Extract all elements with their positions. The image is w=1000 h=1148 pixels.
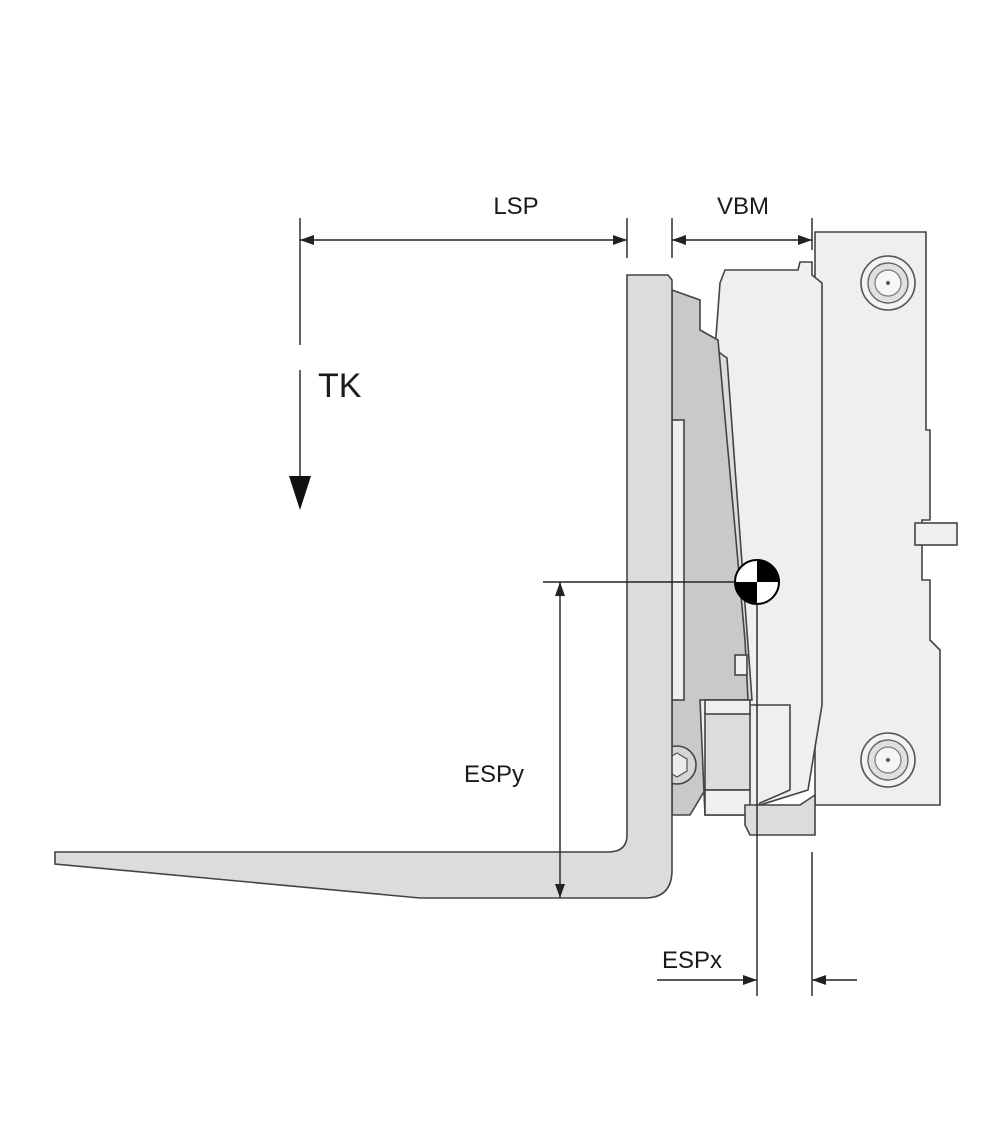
upper-bolt-icon bbox=[860, 255, 916, 311]
espy-dimension bbox=[543, 581, 735, 898]
tk-load-direction bbox=[289, 370, 311, 510]
tk-label: TK bbox=[318, 367, 362, 405]
espy-label: ESPy bbox=[464, 761, 524, 788]
espx-dimension bbox=[657, 604, 857, 996]
fork-hook-assembly bbox=[657, 288, 816, 836]
espx-label: ESPx bbox=[662, 947, 722, 974]
lsp-label: LSP bbox=[493, 193, 538, 220]
lsp-dimension bbox=[299, 218, 628, 345]
fork-blade bbox=[54, 274, 673, 899]
carriage-rear-plate bbox=[814, 231, 958, 806]
lower-bolt-icon bbox=[860, 732, 916, 788]
arrow-down-icon bbox=[289, 476, 311, 510]
vbm-label: VBM bbox=[717, 193, 769, 220]
vbm-dimension bbox=[671, 218, 813, 258]
cog-symbol-icon bbox=[734, 559, 780, 605]
